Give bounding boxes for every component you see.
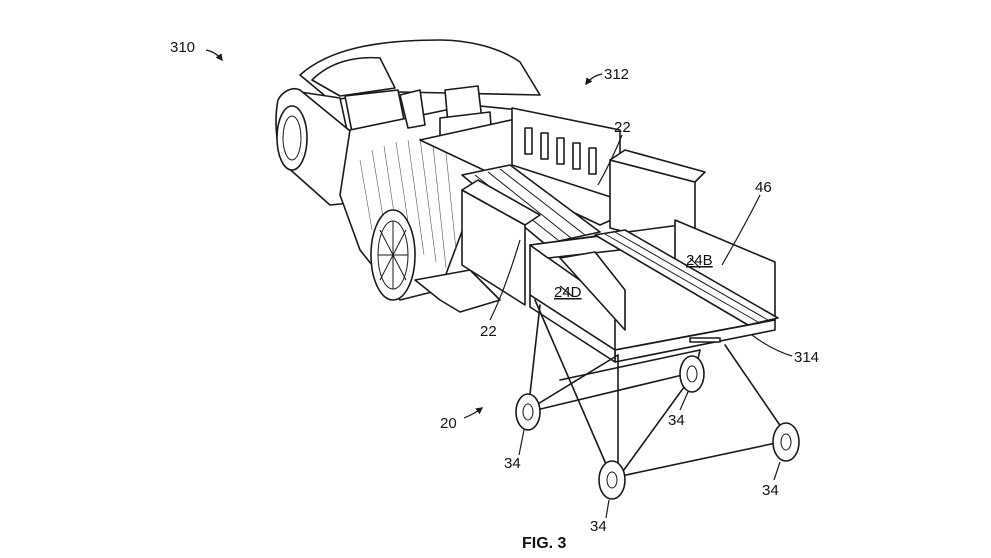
label-cart-rear: 24B: [686, 252, 713, 269]
label-wheel-rear-right: 34: [762, 482, 779, 499]
pickup-truck: [275, 39, 706, 313]
label-bed: 312: [604, 66, 629, 83]
wheel-front-left: [515, 393, 541, 431]
label-assembly: 20: [440, 415, 457, 432]
label-wheel-front-left: 34: [504, 455, 521, 472]
label-cart-side: 24D: [554, 284, 582, 301]
cart-rail: [594, 229, 779, 326]
label-slide-top: 22: [614, 119, 631, 136]
label-vehicle: 310: [170, 39, 195, 56]
label-rail: 46: [755, 179, 772, 196]
wheel-front-right: [679, 355, 705, 393]
figure-caption: FIG. 3: [522, 535, 567, 552]
wheel-rear-right: [772, 422, 800, 462]
label-wheel-front-right: 34: [668, 412, 685, 429]
reference-labels: 310 312 22 22 46 24B 24D 314 20 34 34 34…: [170, 39, 819, 535]
caster-wheels: [515, 355, 800, 500]
leader-lines: [205, 49, 793, 519]
label-wheel-rear-left: 34: [590, 518, 607, 535]
label-ramp: 314: [794, 349, 819, 366]
wheel-rear-left: [598, 460, 626, 500]
slide-rails: [461, 164, 601, 306]
label-slide-bottom: 22: [480, 323, 497, 340]
cart-drawer: [529, 219, 779, 363]
front-wheel: [276, 105, 308, 171]
